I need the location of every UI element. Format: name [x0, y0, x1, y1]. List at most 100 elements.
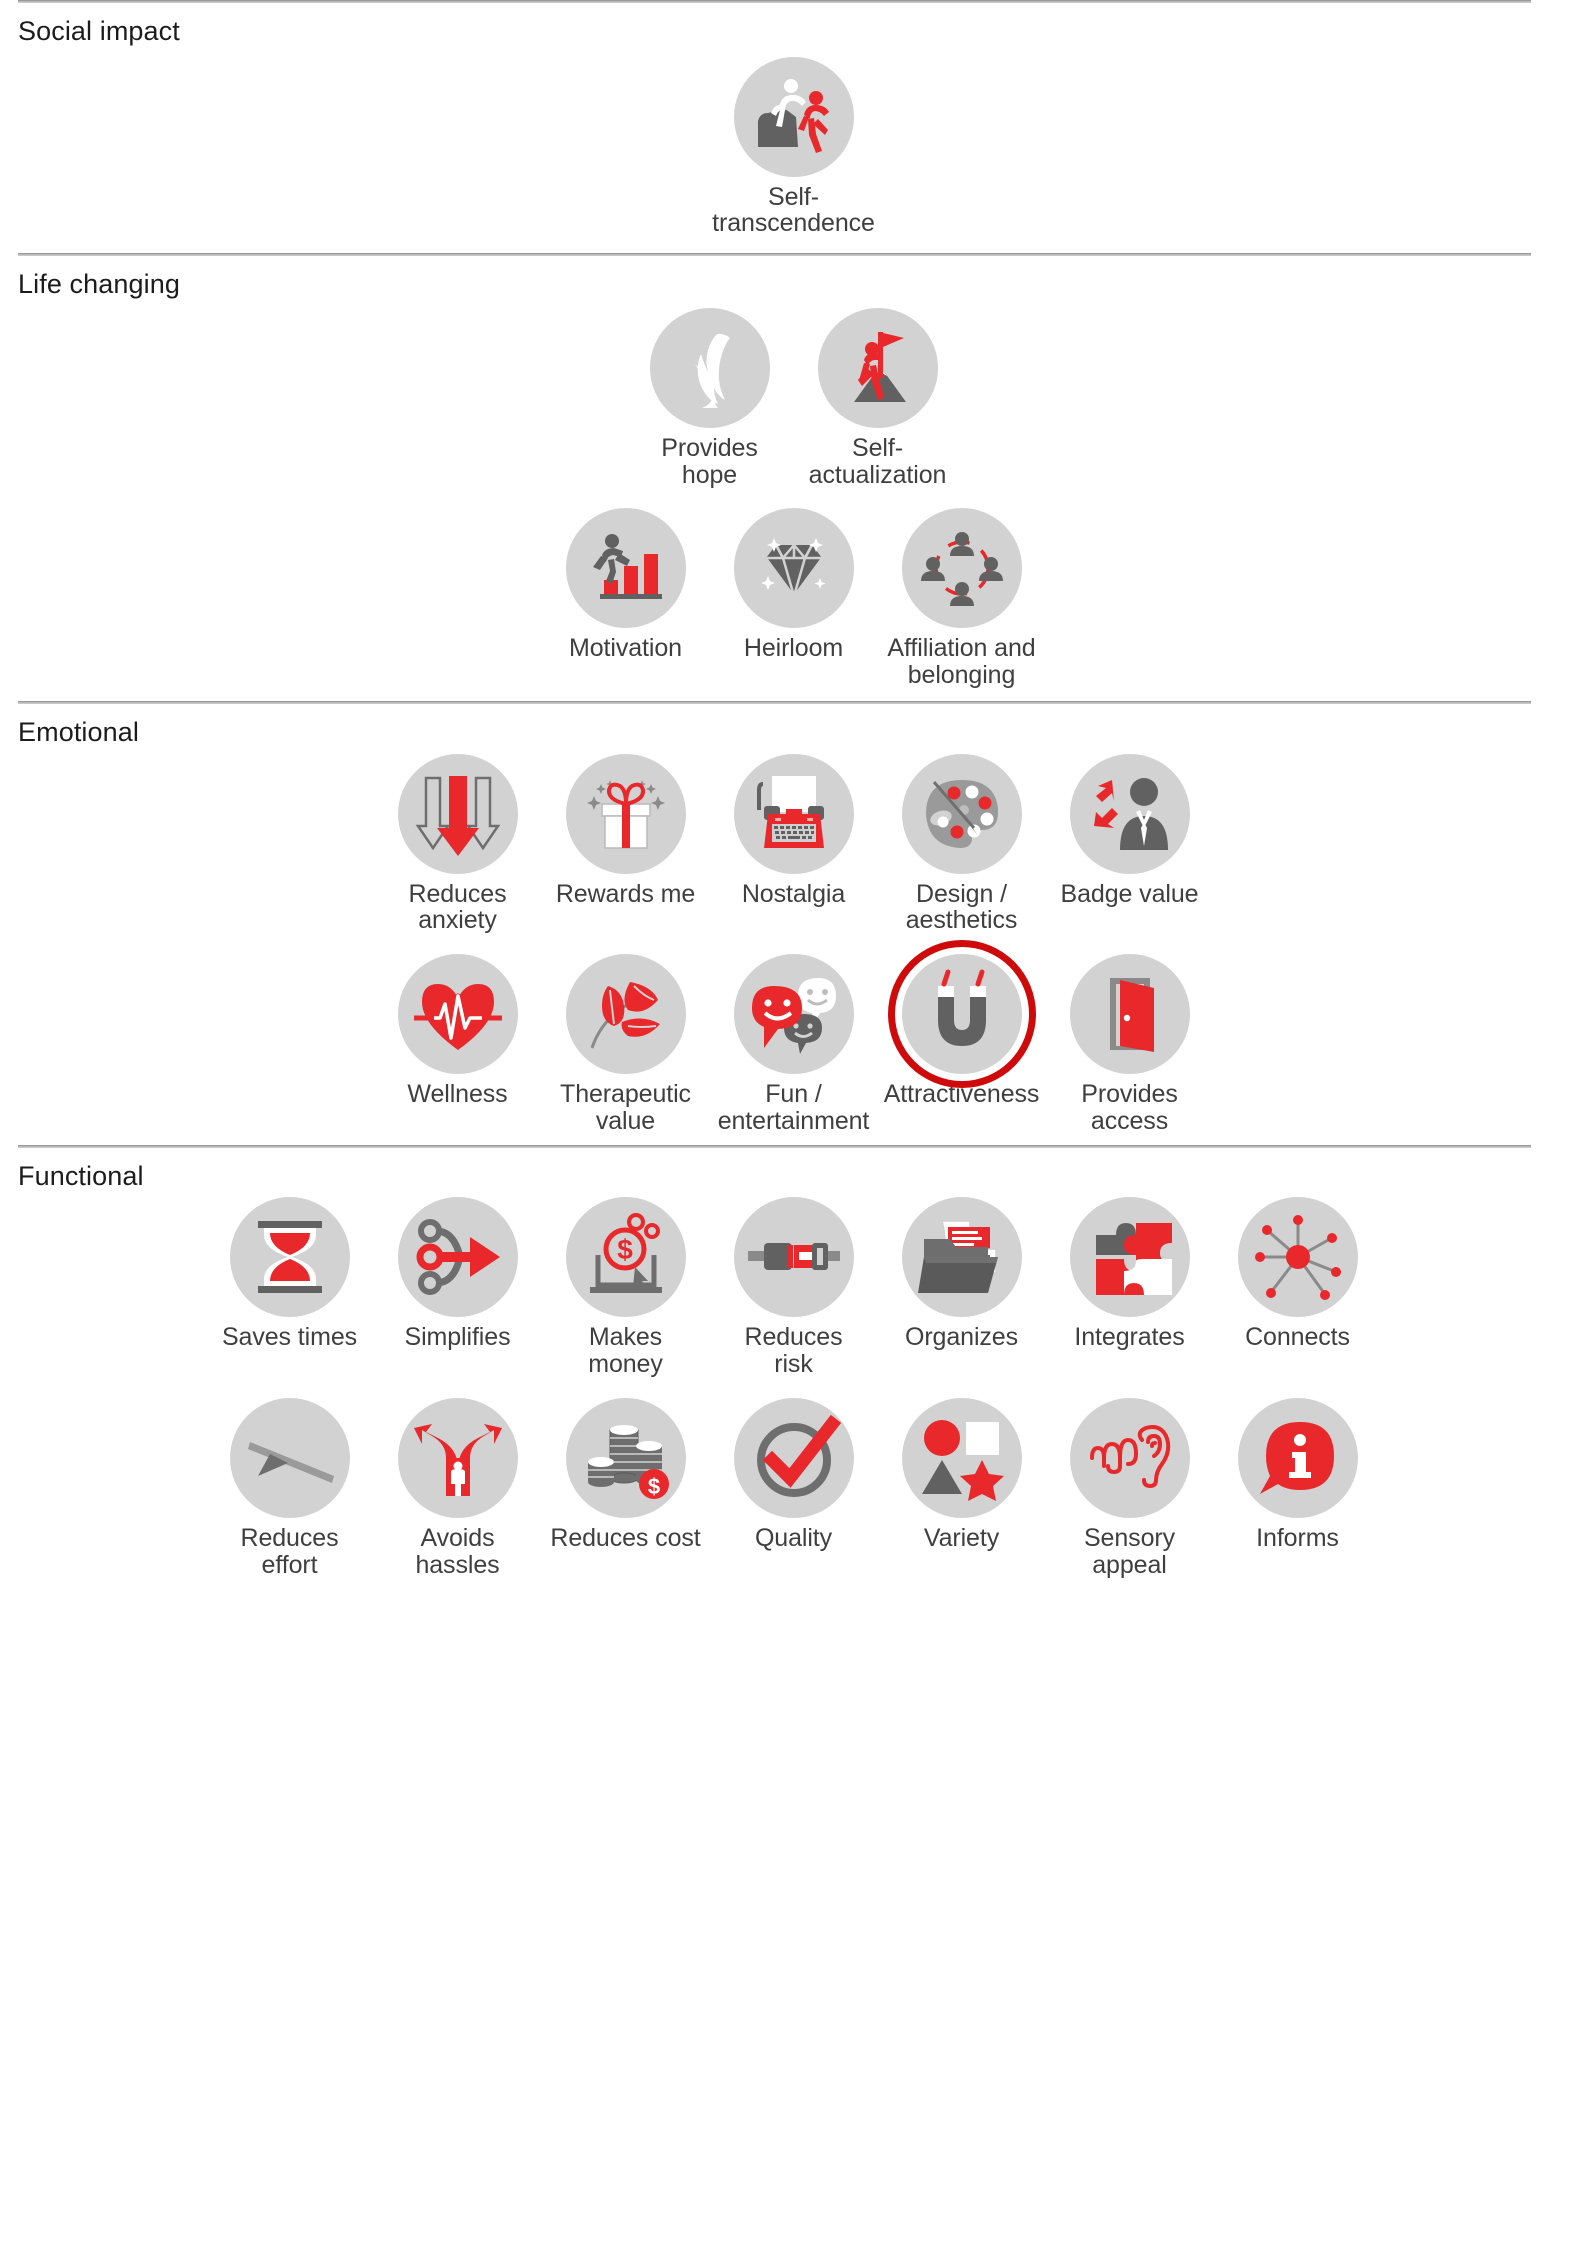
- open-door-icon: [1069, 954, 1190, 1075]
- value-row: Wellness Therapeut: [0, 954, 1587, 1135]
- value-row: Provides hope: [0, 307, 1587, 489]
- value-item-label: Organizes: [904, 1323, 1019, 1352]
- value-item-reduces-anxiety[interactable]: Reduces anxiety: [374, 753, 542, 935]
- tier-emotional: Emotional Reduces anxiety: [0, 700, 1587, 1145]
- value-item-sensory-appeal[interactable]: Sensory appeal: [1046, 1397, 1214, 1579]
- value-item-label: Therapeutic value: [560, 1080, 691, 1135]
- heart-pulse-icon: [397, 954, 518, 1075]
- value-item-integrates[interactable]: Integrates: [1046, 1197, 1214, 1351]
- value-item-label: Badge value: [1060, 879, 1199, 908]
- lever-icon: [229, 1397, 350, 1518]
- value-row: Reduces anxiety: [0, 753, 1587, 935]
- value-item-reduces-risk[interactable]: Reduces risk: [710, 1197, 878, 1378]
- value-item-avoids-hassles[interactable]: Avoids hassles: [374, 1397, 542, 1579]
- value-item-label: Sensory appeal: [1083, 1523, 1175, 1579]
- value-row: Reduces effort Avoids hassles: [0, 1397, 1587, 1579]
- value-item-self-actualization[interactable]: Self- actualization: [794, 307, 962, 489]
- elements-of-value-pyramid: Social impact: [0, 0, 1587, 1588]
- value-item-label: Variety: [923, 1523, 1000, 1552]
- leaves-icon: [565, 954, 686, 1075]
- value-item-label: Avoids hassles: [415, 1523, 500, 1579]
- value-item-therapeutic-value[interactable]: Therapeutic value: [542, 954, 710, 1135]
- smiley-chat-icon: [733, 954, 854, 1075]
- value-row: Self- transcendence: [0, 56, 1587, 238]
- tier-label-functional: Functional: [18, 1160, 144, 1191]
- value-item-label: Provides hope: [661, 433, 758, 489]
- svg-text:$: $: [647, 1474, 659, 1499]
- value-item-label: Design / aesthetics: [905, 879, 1018, 935]
- seatbelt-icon: [733, 1197, 854, 1318]
- value-item-provides-access[interactable]: Provides access: [1046, 954, 1214, 1135]
- tier-label-emotional: Emotional: [18, 716, 139, 747]
- value-item-variety[interactable]: Variety: [878, 1397, 1046, 1552]
- value-item-label: Connects: [1245, 1323, 1350, 1352]
- value-item-organizes[interactable]: Organizes: [878, 1197, 1046, 1351]
- laptop-dollar-icon: $: [565, 1197, 686, 1318]
- value-item-saves-times[interactable]: Saves times: [206, 1197, 374, 1351]
- value-item-informs[interactable]: Informs: [1214, 1397, 1382, 1552]
- merge-arrow-icon: [397, 1197, 518, 1318]
- gift-box-icon: [565, 753, 686, 874]
- tier-rows: Provides hope: [0, 300, 1587, 701]
- value-item-simplifies[interactable]: Simplifies: [374, 1197, 542, 1351]
- tier-life-changing: Life changing Provides hope: [0, 253, 1587, 701]
- value-item-label: Reduces risk: [744, 1323, 843, 1378]
- value-item-self-transcendence[interactable]: Self- transcendence: [710, 56, 878, 238]
- value-item-label: Saves times: [221, 1323, 358, 1352]
- value-item-wellness[interactable]: Wellness: [374, 954, 542, 1108]
- svg-text:$: $: [617, 1234, 633, 1265]
- value-item-label: Affiliation and belonging: [887, 634, 1036, 690]
- value-item-nostalgia[interactable]: Nostalgia: [710, 753, 878, 908]
- value-item-motivation[interactable]: Motivation: [542, 508, 710, 662]
- value-item-reduces-effort[interactable]: Reduces effort: [206, 1397, 374, 1579]
- hourglass-icon: [229, 1197, 350, 1318]
- value-item-label: Simplifies: [404, 1323, 511, 1352]
- value-item-label: Attractiveness: [883, 1080, 1040, 1109]
- value-item-affiliation-and-belonging[interactable]: Affiliation and belonging: [878, 508, 1046, 689]
- palette-icon: [901, 753, 1022, 874]
- value-item-reduces-cost[interactable]: $ Reduces cost: [542, 1397, 710, 1552]
- coin-stacks-icon: $: [565, 1397, 686, 1518]
- value-item-label: Makes money: [588, 1323, 663, 1378]
- tier-rows: Reduces anxiety: [0, 748, 1587, 1145]
- value-item-badge-value[interactable]: Badge value: [1046, 753, 1214, 908]
- info-bubble-icon: [1237, 1397, 1358, 1518]
- fork-road-icon: [397, 1397, 518, 1518]
- tier-rows: Self- transcendence: [0, 47, 1587, 254]
- value-item-label: Nostalgia: [741, 879, 846, 908]
- value-item-label: Motivation: [569, 634, 682, 663]
- people-circle-icon: [901, 508, 1022, 629]
- network-nodes-icon: [1237, 1197, 1358, 1318]
- value-item-label: Provides access: [1081, 1080, 1178, 1135]
- value-item-design-aesthetics[interactable]: Design / aesthetics: [878, 753, 1046, 935]
- value-item-label: Reduces cost: [550, 1523, 701, 1552]
- diamond-icon: [733, 508, 854, 629]
- value-item-quality[interactable]: Quality: [710, 1397, 878, 1552]
- value-item-attractiveness[interactable]: Attractiveness: [878, 954, 1046, 1108]
- shapes-icon: [901, 1397, 1022, 1518]
- magnet-icon: [901, 954, 1022, 1075]
- tier-divider: [18, 1144, 1531, 1148]
- tier-divider: [18, 700, 1531, 704]
- puzzle-icon: [1069, 1197, 1190, 1318]
- value-item-fun-entertainment[interactable]: Fun / entertainment: [710, 954, 878, 1135]
- dove-icon: [649, 307, 770, 428]
- businessman-arrows-icon: [1069, 753, 1190, 874]
- value-item-makes-money[interactable]: $ Makes money: [542, 1197, 710, 1378]
- value-item-label: Wellness: [407, 1080, 508, 1109]
- value-item-connects[interactable]: Connects: [1214, 1197, 1382, 1351]
- down-arrows-icon: [397, 753, 518, 874]
- ear-sound-icon: [1069, 1397, 1190, 1518]
- tier-divider: [18, 253, 1531, 257]
- value-item-rewards-me[interactable]: Rewards me: [542, 753, 710, 908]
- value-item-label: Heirloom: [743, 634, 844, 663]
- tier-rows: Saves times Simpli: [0, 1191, 1587, 1588]
- typewriter-icon: [733, 753, 854, 874]
- value-item-label: Self- transcendence: [712, 182, 875, 238]
- value-item-heirloom[interactable]: Heirloom: [710, 508, 878, 662]
- tier-divider: [18, 0, 1531, 3]
- runner-chart-icon: [565, 508, 686, 629]
- value-item-label: Reduces effort: [240, 1523, 339, 1579]
- value-row: Motivation: [0, 508, 1587, 689]
- value-item-provides-hope[interactable]: Provides hope: [626, 307, 794, 489]
